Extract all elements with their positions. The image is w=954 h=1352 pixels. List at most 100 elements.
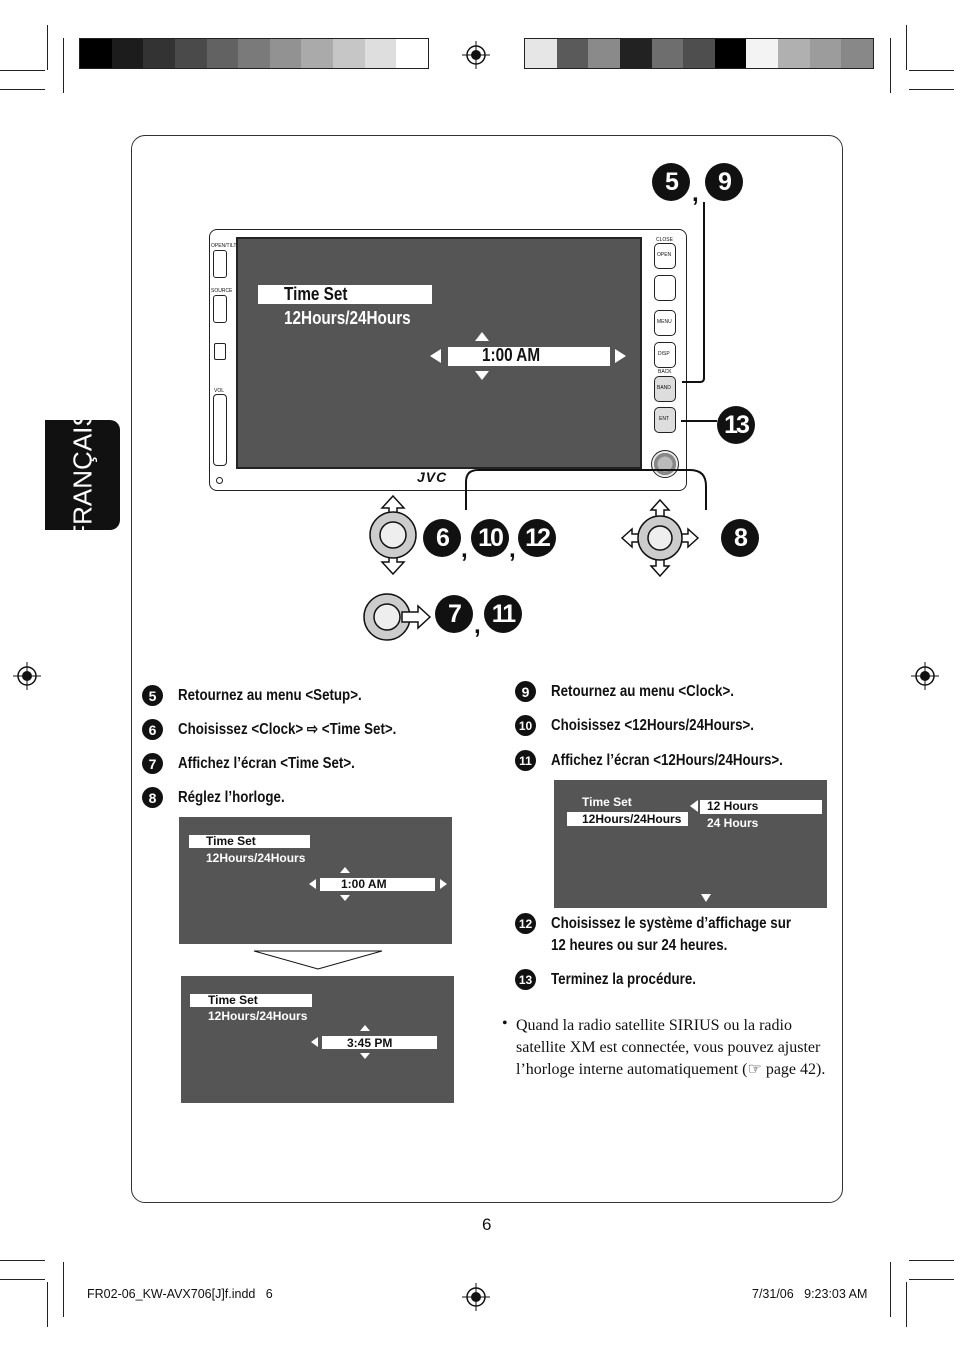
crop-mark	[47, 1282, 48, 1327]
volume-rocker[interactable]	[213, 394, 227, 466]
callout-lines	[465, 202, 717, 510]
crop-mark	[0, 89, 45, 90]
step-text: Retournez au menu <Setup>.	[178, 687, 362, 704]
open-tilt-button[interactable]	[213, 250, 227, 278]
note-bullet: •	[502, 1015, 508, 1032]
device-label-open-tilt: OPEN/TILT	[211, 243, 237, 249]
registration-mark-icon	[462, 1283, 490, 1311]
source-button[interactable]	[213, 295, 227, 323]
screen-hours-subtitle: 12Hours/24Hours	[582, 812, 682, 826]
step-12-line2: 12 heures ou sur 24 heures.	[551, 937, 728, 954]
callout-badge-13: 13	[717, 406, 755, 444]
device-label-band: BAND	[657, 385, 671, 391]
step-7: 7 Affichez l’écran <Time Set>.	[142, 753, 384, 775]
screen-before-subtitle: 12Hours/24Hours	[206, 851, 306, 865]
crop-mark	[63, 38, 64, 93]
eject-button[interactable]	[654, 275, 676, 301]
screen-before-title: Time Set	[206, 834, 256, 848]
disp-button[interactable]	[654, 342, 676, 368]
screen-after-title-bar	[190, 994, 312, 1007]
step-text: Terminez la procédure.	[551, 971, 696, 988]
rotate-dial-icon	[369, 494, 417, 576]
menu-button[interactable]	[654, 310, 676, 336]
device-label-back: BACK	[658, 369, 672, 375]
callout-badge-6: 6	[423, 519, 461, 557]
open-button[interactable]	[654, 243, 676, 269]
step-12-line1: Choisissez le système d’affichage sur	[551, 915, 792, 932]
indicator-dot	[216, 477, 223, 484]
device-subtitle: 12Hours/24Hours	[284, 308, 411, 328]
crop-mark	[63, 1262, 64, 1317]
device-title: Time Set	[284, 284, 348, 304]
note-text: Quand la radio satellite SIRIUS ou la ra…	[516, 1017, 826, 1078]
crop-mark	[890, 38, 891, 93]
crop-mark	[909, 89, 954, 90]
screen-before-title-bar	[189, 835, 310, 848]
crop-mark	[906, 1282, 907, 1327]
device-value: 1:00 AM	[482, 345, 541, 365]
step-number: 12	[515, 913, 536, 934]
footer-timestamp: 7/31/06 9:23:03 AM	[752, 1287, 868, 1301]
device-label-menu: MENU	[657, 319, 672, 325]
callout-badge-8: 8	[721, 519, 759, 557]
crop-mark	[890, 1262, 891, 1317]
step-text: Choisissez <Clock> ⇨ <Time Set>.	[178, 721, 397, 738]
screen-before-value-bar	[320, 878, 435, 891]
device-label-close: CLOSE	[656, 237, 673, 243]
screen-after-title: Time Set	[208, 993, 258, 1007]
transition-arrow-icon	[253, 950, 383, 970]
ent-button[interactable]	[654, 407, 676, 433]
step-number: 10	[515, 715, 536, 736]
blank-button[interactable]	[214, 343, 226, 360]
device-label-ent: ENT	[659, 416, 669, 422]
step-text: Choisissez <12Hours/24Hours>.	[551, 717, 755, 734]
crop-mark	[0, 1279, 45, 1280]
language-tab-label: FRANÇAIS	[67, 409, 97, 541]
step-12: 12 Choisissez le système d’affichage sur…	[515, 913, 830, 957]
control-knob[interactable]	[651, 450, 679, 478]
step-5: 5 Retournez au menu <Setup>.	[142, 685, 392, 707]
callout-comma: ,	[692, 180, 699, 207]
band-button[interactable]	[654, 376, 676, 402]
step-6: 6 Choisissez <Clock> ⇨ <Time Set>.	[142, 719, 432, 741]
device-title-bar	[258, 285, 432, 304]
step-number: 13	[515, 969, 536, 990]
step-text: Retournez au menu <Clock>.	[551, 683, 734, 700]
content-frame	[131, 135, 843, 1203]
step-13: 13 Terminez la procédure.	[515, 969, 720, 991]
press-dial-icon	[363, 593, 432, 641]
callout-comma: ,	[461, 536, 468, 563]
language-tab: FRANÇAIS	[45, 409, 120, 541]
screen-after-value-bar	[322, 1036, 437, 1049]
callout-badge-7: 7	[435, 595, 473, 633]
color-bar-left	[79, 38, 429, 69]
brand-logo: JVC	[417, 469, 448, 485]
crop-mark	[906, 25, 907, 70]
joystick-dial-icon	[620, 498, 700, 578]
step-number: 6	[142, 719, 163, 740]
screen-hours-title: Time Set	[582, 795, 632, 809]
step-11: 11 Affichez l’écran <12Hours/24Hours>.	[515, 750, 821, 772]
footer-file: FR02-06_KW-AVX706[J]f.indd 6	[87, 1287, 273, 1301]
step-number: 7	[142, 753, 163, 774]
callout-comma: ,	[474, 612, 481, 639]
step-text: Affichez l’écran <12Hours/24Hours>.	[551, 752, 783, 769]
step-10: 10 Choisissez <12Hours/24Hours>.	[515, 715, 787, 737]
screen-after-arrows-icon	[311, 1025, 370, 1059]
device-label-disp: DISP	[658, 351, 670, 357]
step-number: 5	[142, 685, 163, 706]
color-bar-right	[524, 38, 874, 69]
callout-badge-5: 5	[652, 163, 690, 201]
screen-before-arrows-icon	[309, 867, 447, 901]
screen-after-value: 3:45 PM	[347, 1036, 393, 1050]
crop-mark	[0, 1260, 45, 1261]
crop-mark	[909, 1279, 954, 1280]
callout-badge-11: 11	[484, 595, 522, 633]
device-label-vol: VOL	[214, 388, 225, 394]
step-8: 8 Réglez l’horloge.	[142, 787, 302, 809]
step-9: 9 Retournez au menu <Clock>.	[515, 681, 764, 703]
registration-mark-icon	[462, 41, 490, 69]
device-arrows-icon	[430, 332, 626, 380]
step-number: 8	[142, 787, 163, 808]
callout-badge-12: 12	[518, 519, 556, 557]
